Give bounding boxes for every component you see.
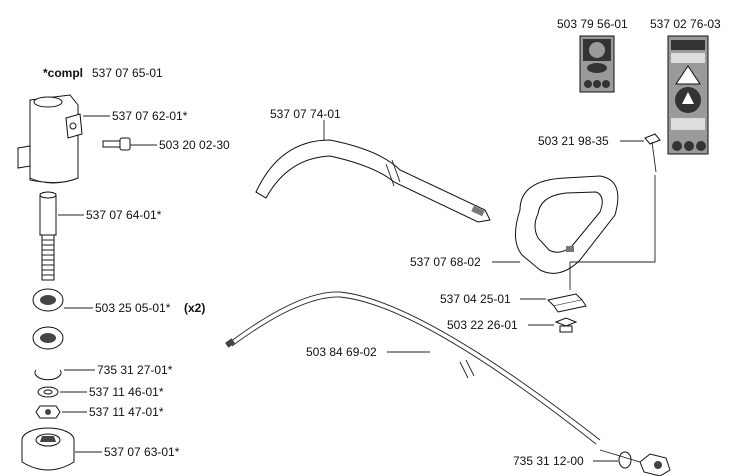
label-735-31-12-00: 735 31 12-00 [513, 454, 584, 468]
label-537-07-68-02: 537 07 68-02 [410, 255, 481, 269]
wing-nut-icon [554, 317, 578, 333]
label-537-07-74-01: 537 07 74-01 [270, 107, 341, 121]
washer-icon [37, 386, 59, 398]
bolt-icon [102, 137, 131, 151]
label-qty-x2: (x2) [184, 301, 205, 315]
compl-number: 537 07 65-01 [92, 66, 163, 80]
label-503-20-02-30: 503 20 02-30 [159, 138, 230, 152]
label-537-07-63-01: 537 07 63-01* [104, 445, 180, 459]
warning-decal-icon [579, 35, 615, 93]
drive-cable-icon [225, 291, 601, 445]
loop-handle-icon [515, 175, 619, 274]
label-503-25-05-01: 503 25 05-01* [95, 301, 171, 315]
label-735-31-27-01: 735 31 27-01* [97, 363, 173, 377]
compl-prefix: *compl [43, 66, 83, 80]
label-503-84-69-02: 503 84 69-02 [306, 345, 377, 359]
bracket-icon [546, 293, 587, 313]
drive-flange-icon [21, 427, 75, 471]
label-537-07-64-01: 537 07 64-01* [86, 208, 162, 222]
shaft-icon [39, 191, 57, 281]
label-537-04-25-01: 537 04 25-01 [440, 292, 511, 306]
cable-end-icon [599, 449, 671, 476]
screw-icon [644, 133, 661, 173]
bearing-icon [32, 288, 64, 350]
circlip-icon [34, 369, 62, 381]
label-537-07-62-01: 537 07 62-01* [112, 109, 188, 123]
label-503-79-56-01: 503 79 56-01 [557, 17, 628, 31]
label-503-21-98-35: 503 21 98-35 [538, 134, 609, 148]
label-537-02-76-03: 537 02 76-03 [650, 17, 721, 31]
bearing-housing-icon [17, 94, 83, 184]
nut-icon [35, 405, 61, 419]
label-537-11-47-01: 537 11 47-01* [89, 405, 164, 419]
safety-decal-icon [667, 35, 709, 155]
label-503-22-26-01: 503 22 26-01 [447, 318, 518, 332]
handle-bar-icon [255, 139, 491, 223]
label-537-11-46-01: 537 11 46-01* [89, 385, 164, 399]
